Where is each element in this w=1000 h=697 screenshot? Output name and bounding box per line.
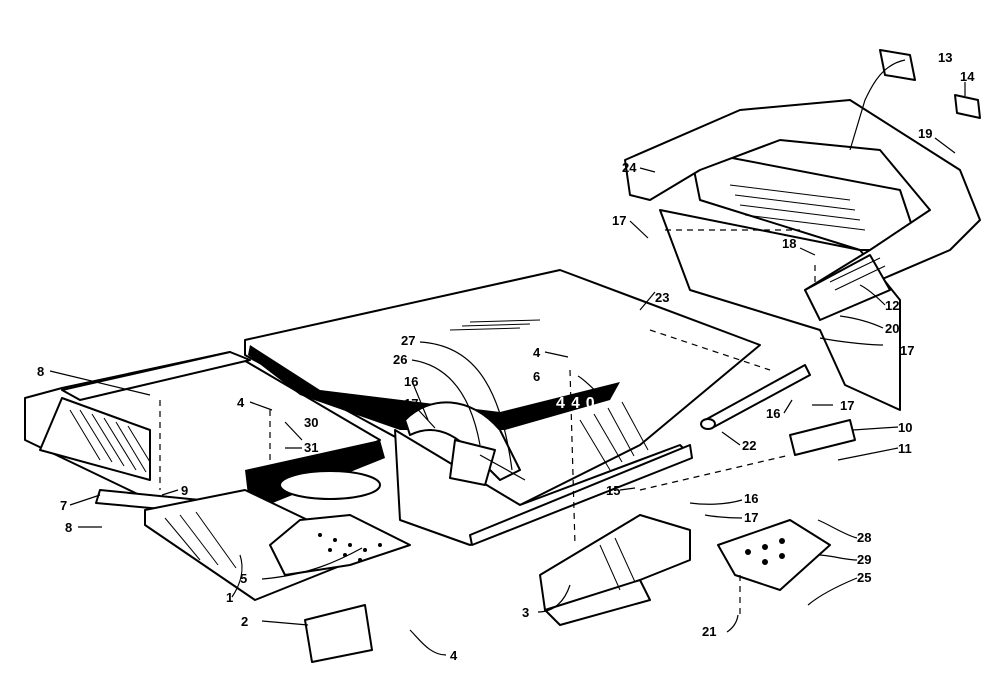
reflector-plate-left — [304, 604, 373, 663]
side-bracket — [539, 514, 691, 626]
callout-17-d: 17 — [840, 398, 854, 413]
callout-4-a: 4 — [237, 395, 245, 410]
callout-16-a: 16 — [404, 374, 418, 389]
callout-4-c: 4 — [450, 648, 458, 663]
callout-28: 28 — [857, 530, 871, 545]
callout-13: 13 — [938, 50, 952, 65]
rear-flap-assembly — [624, 99, 981, 430]
step-block — [717, 519, 831, 591]
callout-22: 22 — [742, 438, 756, 453]
callout-5: 5 — [240, 571, 247, 586]
hitch-assembly — [404, 401, 526, 486]
callout-10: 10 — [898, 420, 912, 435]
callout-8-a: 8 — [37, 364, 44, 379]
callout-21: 21 — [702, 624, 716, 639]
callout-7: 7 — [60, 498, 67, 513]
callout-18: 18 — [782, 236, 796, 251]
callout-2: 2 — [241, 614, 248, 629]
callout-17-c: 17 — [900, 343, 914, 358]
left-tunnel-section — [24, 351, 385, 512]
callout-31: 31 — [304, 440, 318, 455]
callout-9: 9 — [181, 483, 188, 498]
callout-27: 27 — [401, 333, 415, 348]
callout-17-a: 17 — [404, 396, 418, 411]
callout-12: 12 — [885, 298, 899, 313]
callout-1: 1 — [226, 590, 233, 605]
model-decal: 440 — [556, 395, 601, 412]
callout-16-c: 16 — [744, 491, 758, 506]
rear-reflector — [789, 419, 856, 456]
callout-11: 11 — [898, 441, 912, 456]
callout-15: 15 — [606, 483, 620, 498]
callout-29: 29 — [857, 552, 871, 567]
callout-14: 14 — [960, 69, 975, 84]
callout-6: 6 — [533, 369, 540, 384]
callout-labels: 1 2 3 4 4 4 5 6 7 8 8 9 10 11 12 13 14 1… — [37, 50, 975, 663]
callout-30: 30 — [304, 415, 318, 430]
callout-4-b: 4 — [533, 345, 541, 360]
callout-19: 19 — [918, 126, 932, 141]
callout-17-b: 17 — [612, 213, 626, 228]
decal-14 — [954, 94, 981, 119]
decal-13 — [879, 49, 916, 81]
callout-17-e: 17 — [744, 510, 758, 525]
callout-8-b: 8 — [65, 520, 72, 535]
leader-lines — [49, 59, 966, 656]
callout-3: 3 — [522, 605, 529, 620]
callout-20: 20 — [885, 321, 899, 336]
callout-24: 24 — [622, 160, 637, 175]
center-tunnel: 440 — [244, 269, 761, 546]
assembly-lines — [159, 229, 816, 615]
callout-26: 26 — [393, 352, 407, 367]
footrest-plate — [144, 489, 411, 601]
callout-23: 23 — [655, 290, 669, 305]
callout-16-b: 16 — [766, 406, 780, 421]
callout-25: 25 — [857, 570, 871, 585]
